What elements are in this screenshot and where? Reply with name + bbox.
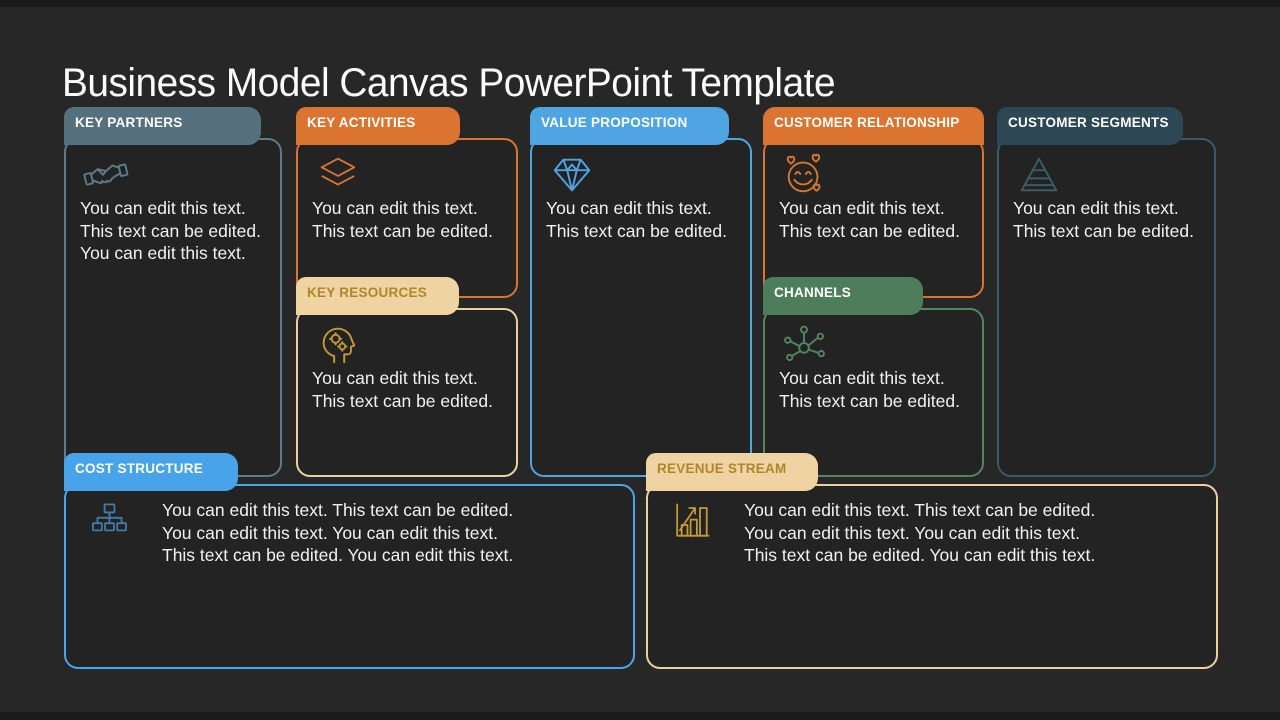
channels-tab[interactable]: CHANNELS xyxy=(763,277,923,315)
network-icon xyxy=(782,322,828,368)
page-title: Business Model Canvas PowerPoint Templat… xyxy=(62,60,836,105)
section-customer-relationship: CUSTOMER RELATIONSHIP You can edit this … xyxy=(763,107,984,298)
revenue-stream-card[interactable]: You can edit this text. This text can be… xyxy=(646,484,1218,669)
org-chart-icon xyxy=(88,499,131,542)
section-customer-segments: CUSTOMER SEGMENTS You can edit this text… xyxy=(997,107,1216,477)
customer-relationship-body[interactable]: You can edit this text. This text can be… xyxy=(779,198,960,241)
revenue-stream-body[interactable]: You can edit this text. This text can be… xyxy=(744,500,1096,566)
pyramid-icon xyxy=(1016,152,1062,198)
diamond-icon xyxy=(549,152,595,198)
customer-relationship-card[interactable]: You can edit this text. This text can be… xyxy=(763,138,984,298)
key-partners-card[interactable]: You can edit this text. This text can be… xyxy=(64,138,282,477)
cost-structure-body[interactable]: You can edit this text. This text can be… xyxy=(162,500,514,566)
smiley-hearts-icon xyxy=(782,152,828,198)
key-partners-tab[interactable]: KEY PARTNERS xyxy=(64,107,261,145)
key-activities-body[interactable]: You can edit this text. This text can be… xyxy=(312,198,493,241)
customer-relationship-tab[interactable]: CUSTOMER RELATIONSHIP xyxy=(763,107,984,145)
customer-segments-card[interactable]: You can edit this text. This text can be… xyxy=(997,138,1216,477)
section-key-resources: KEY RESOURCES You can edit this text. Th… xyxy=(296,277,518,477)
bar-chart-arrow-icon xyxy=(670,499,713,542)
section-key-partners: KEY PARTNERS You can edit this text. Thi… xyxy=(64,107,282,477)
section-revenue-stream: REVENUE STREAM You can edit this text. T… xyxy=(646,453,1218,669)
key-resources-card[interactable]: You can edit this text. This text can be… xyxy=(296,308,518,477)
cost-structure-tab[interactable]: COST STRUCTURE xyxy=(64,453,238,491)
key-partners-body[interactable]: You can edit this text. This text can be… xyxy=(80,198,261,264)
head-gears-icon xyxy=(315,322,361,368)
value-proposition-tab[interactable]: VALUE PROPOSITION xyxy=(530,107,729,145)
value-proposition-body[interactable]: You can edit this text. This text can be… xyxy=(546,198,727,241)
customer-segments-tab[interactable]: CUSTOMER SEGMENTS xyxy=(997,107,1183,145)
revenue-stream-tab[interactable]: REVENUE STREAM xyxy=(646,453,818,491)
key-resources-body[interactable]: You can edit this text. This text can be… xyxy=(312,368,493,411)
cost-structure-card[interactable]: You can edit this text. This text can be… xyxy=(64,484,635,669)
handshake-icon xyxy=(83,152,129,198)
customer-segments-body[interactable]: You can edit this text. This text can be… xyxy=(1013,198,1194,241)
section-value-proposition: VALUE PROPOSITION You can edit this text… xyxy=(530,107,752,477)
channels-card[interactable]: You can edit this text. This text can be… xyxy=(763,308,984,477)
section-cost-structure: COST STRUCTURE You can edit this text. T… xyxy=(64,453,635,669)
key-resources-tab[interactable]: KEY RESOURCES xyxy=(296,277,459,315)
section-channels: CHANNELS You can edit this text. This te… xyxy=(763,277,984,477)
layers-icon xyxy=(315,152,361,198)
channels-body[interactable]: You can edit this text. This text can be… xyxy=(779,368,960,411)
key-activities-card[interactable]: You can edit this text. This text can be… xyxy=(296,138,518,298)
key-activities-tab[interactable]: KEY ACTIVITIES xyxy=(296,107,460,145)
section-key-activities: KEY ACTIVITIES You can edit this text. T… xyxy=(296,107,518,298)
value-proposition-card[interactable]: You can edit this text. This text can be… xyxy=(530,138,752,477)
